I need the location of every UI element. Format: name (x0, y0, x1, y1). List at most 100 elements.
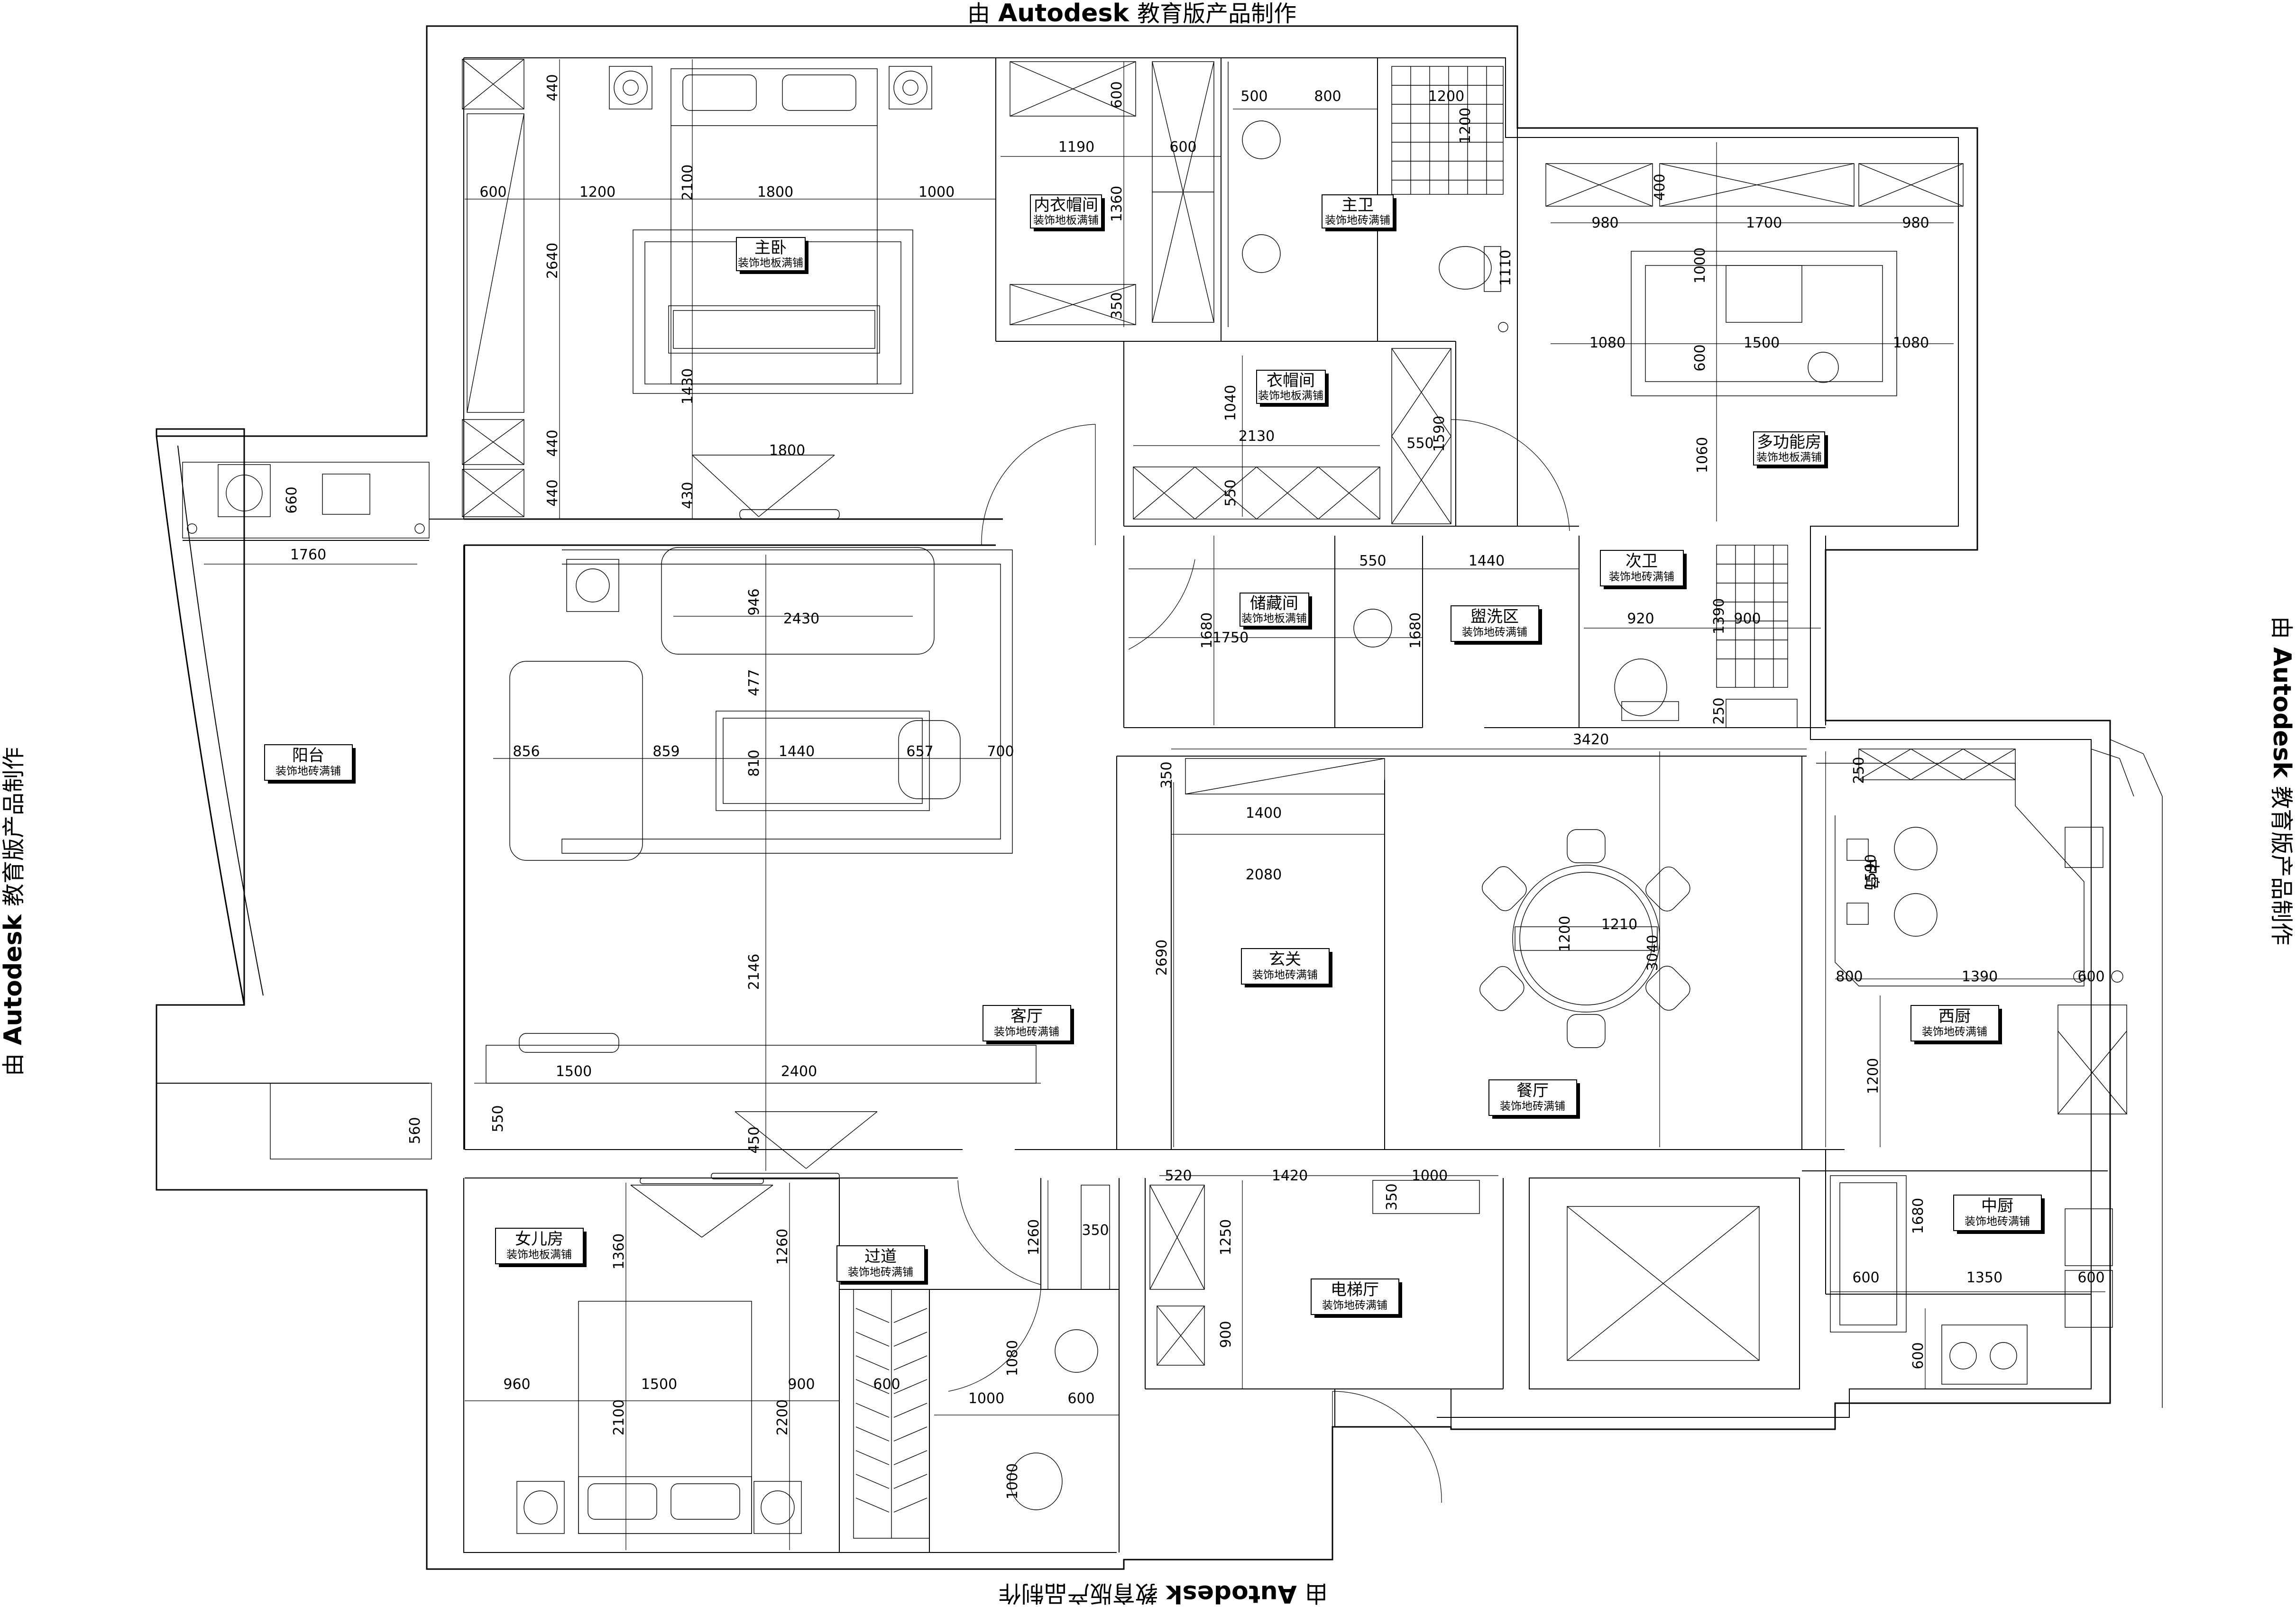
dim-600-c1: 600 (1109, 81, 1125, 108)
dim-600-i: 600 (873, 1376, 900, 1393)
watermark-right: 由 Autodesk 教育版产品制作 (2268, 616, 2296, 945)
dim-1760: 1760 (290, 547, 326, 563)
dim-1700: 1700 (1746, 215, 1782, 231)
dim-550-d: 550 (1359, 553, 1386, 569)
svg-text:装饰地板满铺: 装饰地板满铺 (1033, 214, 1099, 227)
dim-980-b: 980 (1902, 215, 1929, 231)
dim-660: 660 (284, 486, 300, 513)
room-label-corridor: 过道 装饰地砖满铺 (836, 1245, 928, 1285)
svg-text:玄关: 玄关 (1269, 950, 1301, 969)
dim-1420: 1420 (1272, 1168, 1308, 1184)
svg-text:阳台: 阳台 (292, 746, 324, 765)
balcony-wall (156, 436, 432, 1160)
svg-text:女儿房: 女儿房 (515, 1230, 563, 1249)
dim-1190: 1190 (1058, 139, 1094, 155)
dim-600: 600 (479, 184, 506, 201)
dim-1210: 1210 (1601, 916, 1637, 933)
outer-walls (156, 25, 2111, 1570)
svg-text:餐厅: 餐厅 (1516, 1081, 1549, 1100)
svg-text:装饰地砖满铺: 装饰地砖满铺 (1500, 1100, 1565, 1113)
island-label: 中岛 (1862, 858, 1881, 891)
dim-800-b: 800 (1836, 968, 1863, 985)
dim-350-b: 350 (1158, 761, 1175, 788)
room-label-master-bedroom: 主卧 装饰地板满铺 (736, 237, 808, 274)
room-label-chinese-kitchen: 中厨 装饰地砖满铺 (1953, 1195, 2045, 1234)
dim-1360: 1360 (1109, 186, 1125, 222)
interior-walls (464, 58, 2108, 1552)
svg-text:装饰地砖满铺: 装饰地砖满铺 (1965, 1215, 2030, 1228)
dim-3420: 3420 (1573, 731, 1609, 748)
svg-text:装饰地板满铺: 装饰地板满铺 (506, 1249, 572, 1261)
svg-text:次卫: 次卫 (1626, 552, 1658, 571)
watermark-left: 由 Autodesk 教育版产品制作 (0, 747, 28, 1076)
room-label-inner-cloakroom: 内衣帽间 装饰地板满铺 (1030, 194, 1105, 231)
dim-2100: 2100 (680, 164, 696, 201)
dim-350-d: 350 (1384, 1183, 1400, 1210)
svg-text:装饰地砖满铺: 装饰地砖满铺 (1922, 1026, 1987, 1038)
dim-1040: 1040 (1222, 385, 1239, 421)
shower-grid (1391, 66, 1504, 195)
dim-2146: 2146 (746, 954, 762, 990)
room-label-dining-room: 餐厅 装饰地砖满铺 (1488, 1079, 1580, 1119)
dim-350-c: 350 (1082, 1222, 1109, 1239)
dim-440-b: 440 (544, 429, 561, 457)
dim-600-d: 600 (1692, 344, 1708, 371)
svg-text:装饰地板满铺: 装饰地板满铺 (1756, 451, 1822, 464)
watermark-top: 由 Autodesk 教育版产品制作 (967, 0, 1296, 27)
dim-1500-b: 1500 (556, 1063, 592, 1080)
svg-text:储藏间: 储藏间 (1250, 594, 1298, 613)
dim-1350: 1350 (1966, 1269, 2002, 1286)
svg-text:装饰地砖满铺: 装饰地砖满铺 (1322, 1299, 1387, 1312)
dim-1000-c: 1000 (1412, 1168, 1448, 1184)
dim-920: 920 (1627, 611, 1654, 627)
svg-text:由 Autodesk 教育版产品制作: 由 Autodesk 教育版产品制作 (2268, 616, 2296, 945)
svg-text:由 Autodesk 教育版产品制作: 由 Autodesk 教育版产品制作 (999, 1580, 1328, 1607)
svg-text:装饰地砖满铺: 装饰地砖满铺 (1252, 969, 1318, 981)
dim-600-e: 600 (2077, 968, 2104, 985)
dim-1000-d: 1000 (968, 1390, 1004, 1407)
svg-text:由 Autodesk 教育版产品制作: 由 Autodesk 教育版产品制作 (967, 0, 1296, 27)
dim-1680-c: 1680 (1910, 1198, 1927, 1234)
svg-text:由 Autodesk 教育版产品制作: 由 Autodesk 教育版产品制作 (0, 747, 28, 1076)
dim-1060: 1060 (1694, 437, 1711, 473)
dim-1800: 1800 (757, 184, 793, 201)
svg-text:主卧: 主卧 (754, 238, 787, 257)
svg-text:装饰地板满铺: 装饰地板满铺 (1241, 612, 1307, 625)
dim-520: 520 (1165, 1168, 1192, 1184)
room-label-balcony: 阳台 装饰地砖满铺 (264, 744, 356, 784)
room-label-guest-bath: 次卫 装饰地砖满铺 (1600, 550, 1687, 589)
dim-350: 350 (1109, 292, 1125, 319)
dim-2400: 2400 (781, 1063, 817, 1080)
svg-text:内衣帽间: 内衣帽间 (1034, 196, 1098, 215)
dim-600-j: 600 (1067, 1390, 1094, 1407)
dim-1000-e: 1000 (1004, 1463, 1021, 1499)
svg-text:衣帽间: 衣帽间 (1267, 371, 1315, 390)
dim-2080: 2080 (1246, 867, 1282, 883)
svg-text:电梯厅: 电梯厅 (1331, 1280, 1379, 1299)
svg-text:装饰地砖满铺: 装饰地砖满铺 (1609, 571, 1674, 583)
dim-3040: 3040 (1644, 935, 1661, 971)
svg-text:装饰地砖满铺: 装饰地砖满铺 (848, 1266, 913, 1278)
svg-text:中厨: 中厨 (1981, 1196, 2013, 1215)
svg-text:盥洗区: 盥洗区 (1470, 607, 1519, 626)
dim-550-c: 550 (490, 1105, 506, 1132)
dim-1390-a: 1390 (1711, 598, 1727, 634)
dim-2640: 2640 (544, 243, 561, 279)
door-swings (948, 419, 1570, 1503)
dim-1500-c: 1500 (641, 1376, 677, 1393)
dim-600-h: 600 (1910, 1342, 1927, 1369)
dim-800: 800 (1314, 88, 1341, 105)
dim-500: 500 (1240, 88, 1267, 105)
dim-1000-b: 1000 (1692, 247, 1708, 283)
dim-1590-a: 1590 (1431, 416, 1448, 452)
dim-1200: 1200 (579, 184, 615, 201)
dim-1200-e: 1200 (1865, 1058, 1882, 1094)
svg-text:主卫: 主卫 (1341, 196, 1374, 215)
dining-table (1479, 829, 1690, 1048)
dim-1430: 1430 (680, 368, 696, 404)
dim-1680-b: 1680 (1407, 612, 1424, 648)
dim-856: 856 (513, 743, 540, 760)
dim-440: 440 (544, 74, 561, 101)
dim-450: 450 (746, 1126, 762, 1153)
